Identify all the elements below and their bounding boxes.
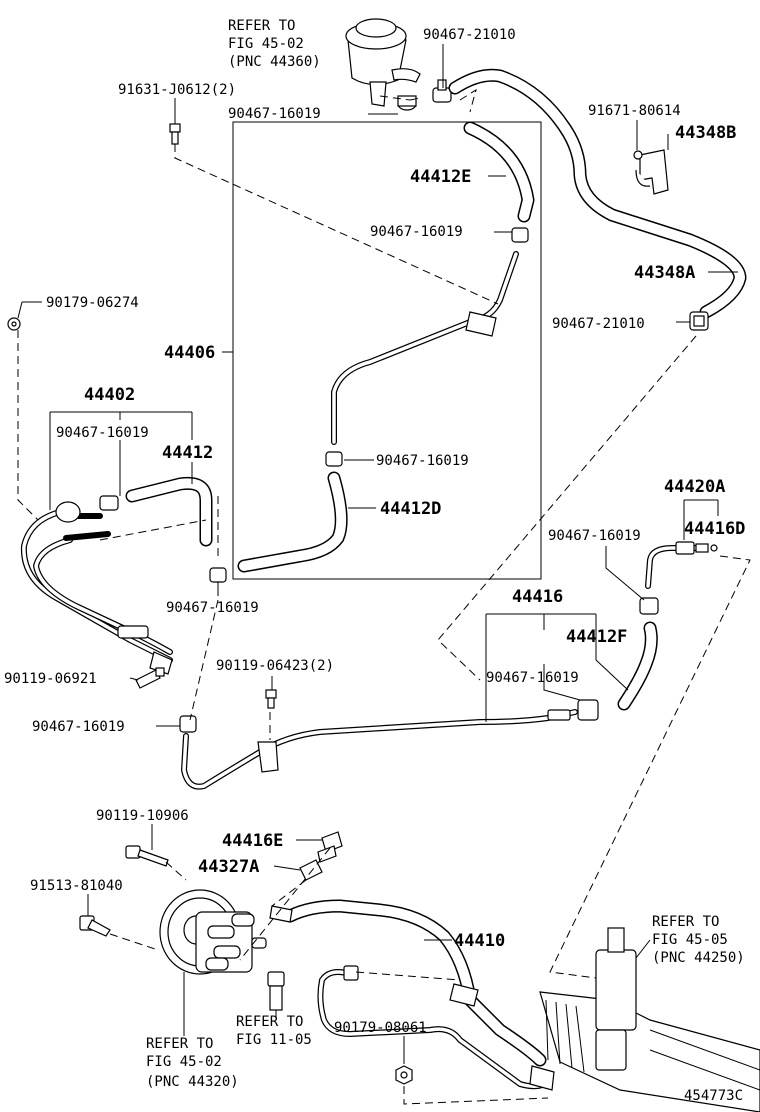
tube-44406-drawing [325, 251, 519, 467]
pump-ref-line-1: REFER TO [146, 1036, 213, 1052]
label-tube-44416: 44416 [512, 587, 563, 607]
label-tube-44416e: 44416E [222, 831, 283, 851]
label-hose-44412d: 44412D [380, 499, 441, 519]
clamp-16019-mid-drawing [577, 699, 599, 721]
reservoir-ref-line-2: FIG 45-02 [228, 36, 304, 52]
label-hose-44412e: 44412E [410, 167, 471, 187]
pump-drawing [159, 889, 267, 975]
reservoir-ref-line-3: (PNC 44360) [228, 54, 321, 70]
hose-44412e-drawing [463, 121, 535, 243]
label-clamp-16019-upper-box: 90467-16019 [370, 224, 463, 240]
label-clamp-16019-mid: 90467-16019 [486, 670, 579, 686]
assy-44402-drawing [20, 495, 173, 675]
label-nut-08061: 90179-08061 [334, 1020, 427, 1036]
bolt-10906-drawing [125, 845, 169, 867]
steering-gear-drawing [539, 927, 760, 1112]
label-washer-06274: 90179-06274 [46, 295, 139, 311]
gear-ref-line-3: (PNC 44250) [652, 950, 745, 966]
gear-reference: REFER TO FIG 45-05 (PNC 44250) [652, 914, 745, 966]
bracket-ref-line-2: FIG 11-05 [236, 1032, 312, 1048]
label-clamp-16019-left: 90467-16019 [56, 425, 149, 441]
label-hose-44410: 44410 [454, 931, 505, 951]
washer-06274-drawing [7, 317, 21, 331]
label-bolt-10906: 90119-10906 [96, 808, 189, 824]
reservoir-drawing [345, 18, 421, 111]
label-hose-44348a: 44348A [634, 263, 695, 283]
pump-ref-line-2: FIG 45-02 [146, 1054, 222, 1070]
bracket-11-05-drawing [267, 971, 285, 1011]
label-assy-44402: 44402 [84, 385, 135, 405]
label-bolt-80614: 91671-80614 [588, 103, 681, 119]
hose-44412f-drawing [617, 597, 659, 711]
clamp-16019-left-low-drawing [209, 567, 227, 583]
label-clamp-21010-right: 90467-21010 [552, 316, 645, 332]
group-box-44406 [232, 121, 542, 580]
clamp-21010-top-drawing [432, 79, 452, 103]
bracket-reference: REFER TO FIG 11-05 [236, 1014, 312, 1048]
label-clamp-16019-left-low: 90467-16019 [166, 600, 259, 616]
reservoir-ref-line-1: REFER TO [228, 18, 295, 34]
label-clamp-16019-bottom-left: 90467-16019 [32, 719, 125, 735]
label-clamp-16019-box-mid: 90467-16019 [376, 453, 469, 469]
label-bracket-44348b: 44348B [675, 123, 736, 143]
bolt-j0612-drawing [169, 123, 181, 145]
label-bolt-j0612: 91631-J0612(2) [118, 82, 236, 98]
label-clamp-21010-top: 90467-21010 [423, 27, 516, 43]
gear-ref-line-2: FIG 45-05 [652, 932, 728, 948]
pump-ref-line-3: (PNC 44320) [146, 1074, 239, 1090]
gear-ref-line-1: REFER TO [652, 914, 719, 930]
figure-id: 454773C [684, 1088, 743, 1104]
label-hose-44412: 44412 [162, 443, 213, 463]
nut-08061-drawing [395, 1065, 413, 1085]
reservoir-reference: REFER TO FIG 45-02 (PNC 44360) [228, 18, 321, 70]
leader-lines [17, 44, 738, 1064]
tube-44416d-drawing [645, 541, 718, 589]
label-bolt-06921: 90119-06921 [4, 671, 97, 687]
bolt-06423-drawing [265, 689, 277, 709]
clip-44327a-drawing [299, 859, 323, 881]
label-tube-44416d: 44416D [684, 519, 745, 539]
label-clamp-16019-top: 90467-16019 [228, 106, 321, 122]
label-hose-44412f: 44412F [566, 627, 627, 647]
bracket-44348b-drawing [633, 149, 669, 195]
label-bolt-81040: 91513-81040 [30, 878, 123, 894]
pump-reference: REFER TO FIG 45-02 (PNC 44320) [146, 1036, 239, 1090]
bracket-ref-line-1: REFER TO [236, 1014, 303, 1030]
hose-44410-drawing [269, 899, 547, 1067]
clamp-21010-right-drawing [689, 311, 709, 331]
bolt-81040-drawing [79, 915, 111, 937]
label-bolt-06423: 90119-06423(2) [216, 658, 334, 674]
return-pipe-drawing [317, 965, 555, 1091]
label-clamp-16019-right: 90467-16019 [548, 528, 641, 544]
hose-44412-drawing [125, 476, 213, 547]
dashed-connection-lines [17, 88, 751, 1105]
bolt-06921-drawing [135, 667, 165, 689]
hose-44348a-drawing [448, 68, 747, 319]
tube-44416e-drawing [317, 831, 343, 863]
label-tube-44406: 44406 [164, 343, 215, 363]
tube-44416-drawing [179, 709, 578, 790]
label-tube-44420a: 44420A [664, 477, 725, 497]
label-clip-44327a: 44327A [198, 857, 259, 877]
hose-44412d-drawing [237, 471, 348, 573]
